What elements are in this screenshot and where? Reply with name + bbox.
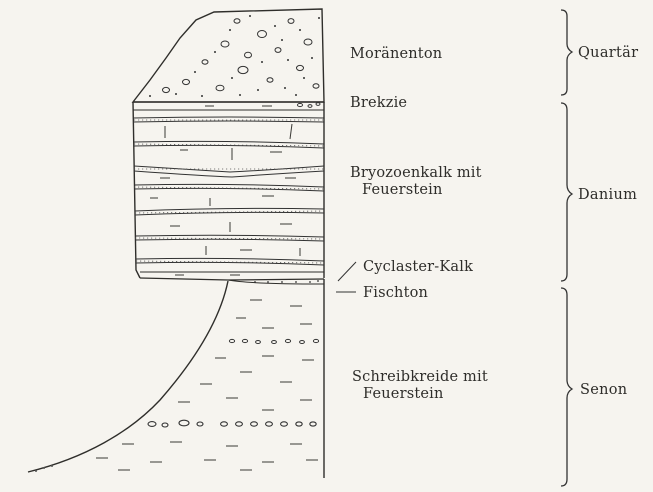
label-senon: Senon [580,382,627,398]
cliff-section [28,9,324,478]
period-braces [561,10,572,486]
label-brekzie: Brekzie [350,95,407,111]
leader-lines [336,262,356,292]
label-bryozoenkalk: Bryozoenkalk mit Feuerstein [350,165,487,198]
chalk-texture [96,300,318,470]
layer-fischton [140,278,324,284]
layer-moraenenton [133,9,324,102]
flint-nodules-lower [148,420,316,427]
label-quartaer: Quartär [578,45,638,61]
flint-nodules-upper [229,339,318,343]
moraine-pebbles [163,19,320,93]
brace-danium [561,103,572,281]
layer-bryozoenkalk [133,102,324,278]
brace-quartaer [561,10,572,95]
layer-cyclaster-kalk [140,272,324,275]
layer-labels: Moränenton Brekzie Bryozoenkalk mit Feue… [350,46,493,402]
layer-brekzie [133,102,324,110]
layer-schreibkreide [28,279,324,478]
moraine-grains [149,15,320,97]
label-moraenenton: Moränenton [350,46,442,62]
flint-bands [133,117,324,265]
label-fischton: Fischton [363,285,428,301]
brace-senon [561,288,572,486]
period-labels: Quartär Danium Senon [578,45,638,398]
label-schreibkreide: Schreibkreide mit Feuerstein [352,369,493,402]
label-danium: Danium [578,187,637,203]
label-cyclaster-kalk: Cyclaster-Kalk [363,259,473,275]
